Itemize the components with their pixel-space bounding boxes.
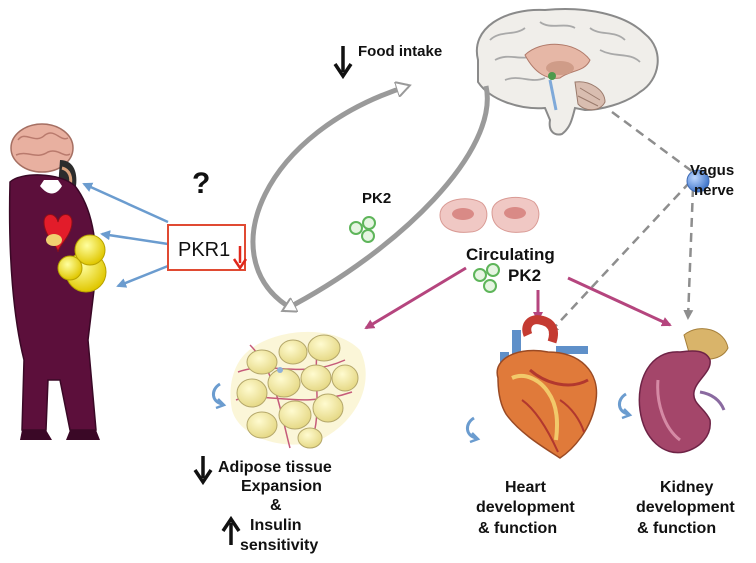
food-intake-label: Food intake <box>358 43 442 60</box>
circulating-pk2-arrows <box>364 266 672 330</box>
down-arrow-red-head <box>232 258 248 271</box>
circulating-pk2-label: PK2 <box>508 266 541 285</box>
kidney-label: Kidney <box>660 479 713 496</box>
heart-function-label: & function <box>478 520 557 537</box>
expansion-label: Expansion <box>241 478 322 495</box>
insulin-up-arrow <box>221 515 241 545</box>
adipose-label: Adipose tissue <box>218 459 332 476</box>
obese-person-figure <box>8 123 107 440</box>
adipose-down-arrow <box>193 456 213 486</box>
kidney-cycle-icon <box>618 392 629 416</box>
insulin-label: Insulin <box>250 517 302 534</box>
feedback-cycle <box>250 86 490 310</box>
endothelial-cells <box>439 196 540 233</box>
nerve-label: nerve <box>694 182 734 199</box>
pk2-molecules <box>349 216 376 243</box>
adipose-tissue-cells <box>230 331 366 449</box>
heart-label: Heart <box>505 479 547 496</box>
sensitivity-label: sensitivity <box>240 537 318 554</box>
kidney-function-label: & function <box>637 520 716 537</box>
pkr1-box: PKR1 <box>167 224 248 271</box>
kidney-development-label: development <box>636 499 735 516</box>
ampersand-label: & <box>270 497 282 514</box>
vagus-label: Vagus <box>690 162 734 179</box>
kidney-illustration <box>638 328 729 454</box>
heart-illustration <box>496 315 598 459</box>
food-intake-indicator <box>333 46 353 80</box>
brain-illustration <box>475 8 659 136</box>
heart-cycle-icon <box>466 416 477 440</box>
circulating-label: Circulating <box>466 245 555 264</box>
vagus-node <box>686 169 710 193</box>
pk2-label: PK2 <box>362 190 391 207</box>
heart-development-label: development <box>476 499 575 516</box>
pkr1-label: PKR1 <box>178 239 230 261</box>
adipose-cycle-icon <box>212 382 223 406</box>
question-mark: ? <box>192 167 210 200</box>
vagus-pathways <box>548 110 695 334</box>
pkr1-to-person-arrows <box>82 182 169 288</box>
circulating-pk2-molecules <box>473 263 500 293</box>
